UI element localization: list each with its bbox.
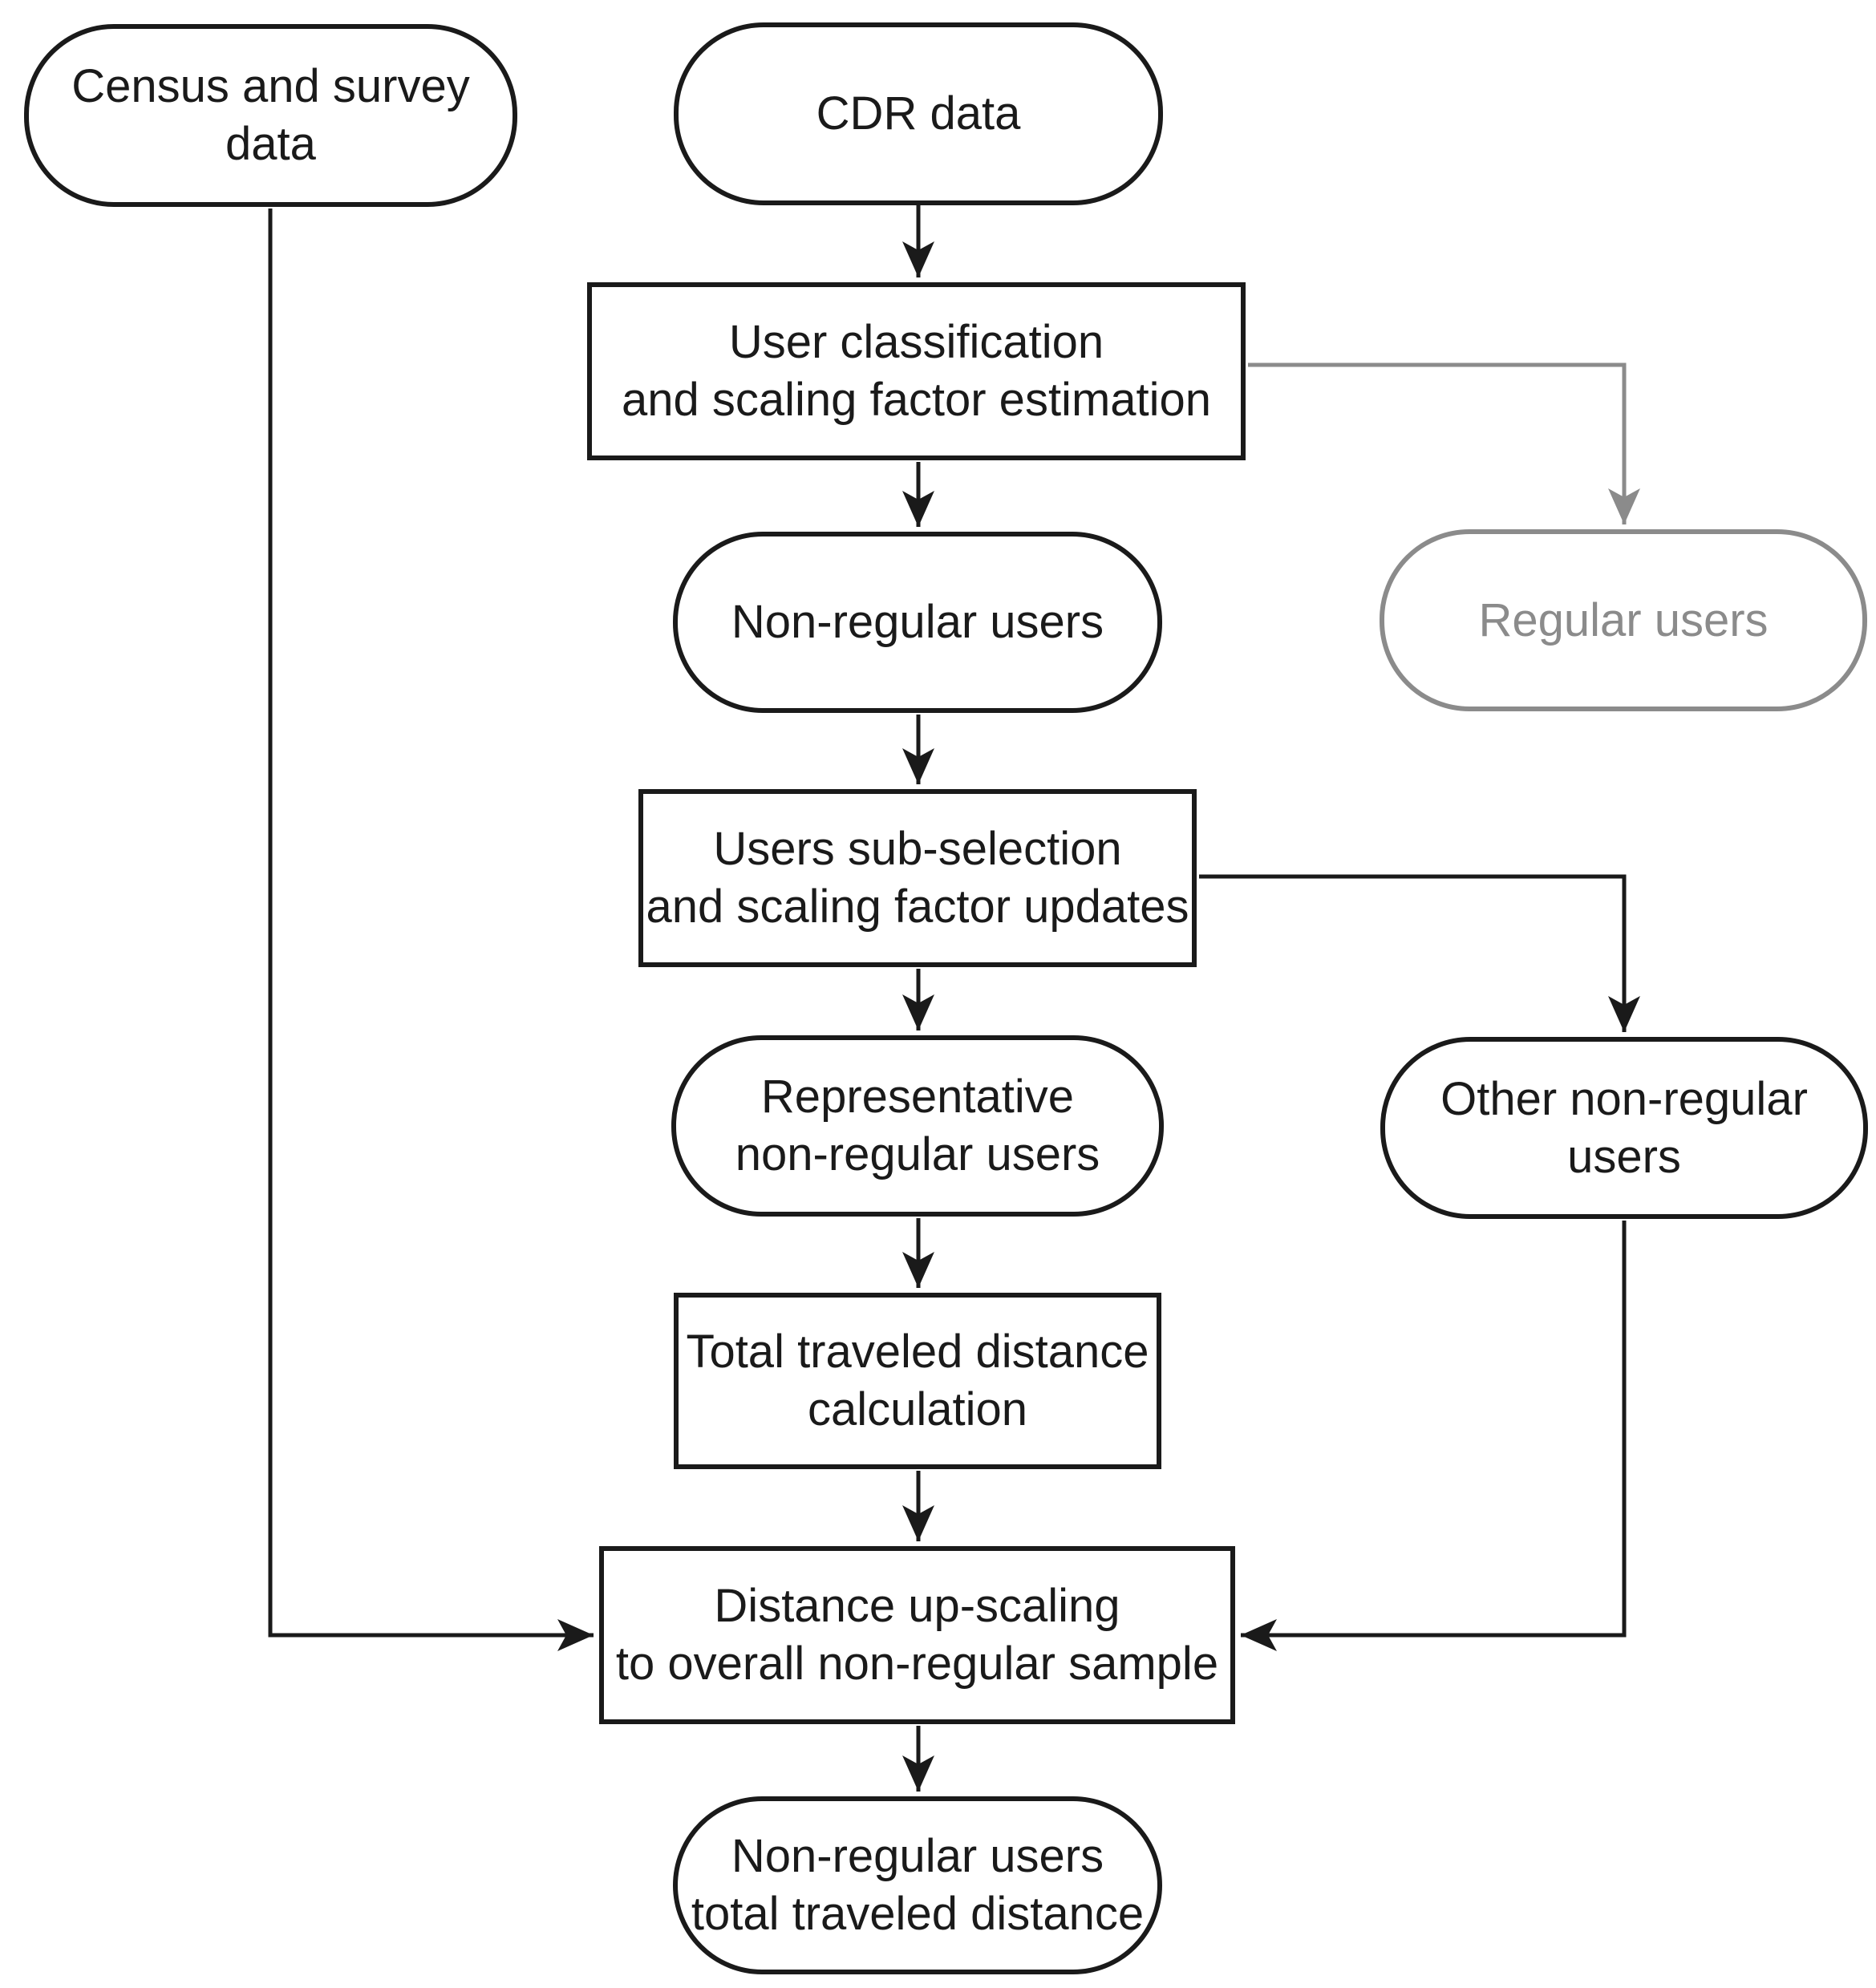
node-cdr-data-label: CDR data: [816, 87, 1021, 140]
node-representative-non-regular-users-label: Representative non-regular users: [735, 1071, 1100, 1180]
node-census-survey-data-label: Census and survey data: [71, 60, 470, 170]
node-distance-up-scaling: Distance up-scaling to overall non-regul…: [599, 1546, 1235, 1724]
edge-census-to-upscaling: [268, 209, 594, 1651]
node-non-regular-users-total-traveled-distance-label: Non-regular users total traveled distanc…: [691, 1830, 1145, 1940]
node-other-non-regular-users-label: Other non-regular users: [1440, 1072, 1808, 1183]
node-users-sub-selection-label: Users sub-selection and scaling factor u…: [646, 823, 1189, 933]
node-total-traveled-distance-calculation: Total traveled distance calculation: [674, 1293, 1161, 1469]
node-non-regular-users: Non-regular users: [673, 532, 1162, 713]
node-user-classification: User classification and scaling factor e…: [587, 282, 1246, 460]
edge-subselection-to-other: [1199, 874, 1640, 1032]
edge-classification-to-regular: [1248, 362, 1640, 524]
node-total-traveled-distance-calculation-label: Total traveled distance calculation: [686, 1326, 1149, 1435]
node-cdr-data: CDR data: [674, 22, 1163, 205]
node-other-non-regular-users: Other non-regular users: [1380, 1037, 1868, 1219]
node-regular-users: Regular users: [1380, 529, 1867, 711]
node-users-sub-selection: Users sub-selection and scaling factor u…: [638, 789, 1197, 967]
node-regular-users-label: Regular users: [1478, 593, 1769, 646]
node-non-regular-users-total-traveled-distance: Non-regular users total traveled distanc…: [673, 1796, 1162, 1974]
node-distance-up-scaling-label: Distance up-scaling to overall non-regul…: [615, 1580, 1219, 1690]
node-non-regular-users-label: Non-regular users: [731, 596, 1104, 649]
node-user-classification-label: User classification and scaling factor e…: [621, 316, 1212, 426]
node-census-survey-data: Census and survey data: [24, 24, 517, 207]
node-representative-non-regular-users: Representative non-regular users: [671, 1035, 1164, 1217]
edge-other-to-upscaling: [1241, 1221, 1627, 1651]
